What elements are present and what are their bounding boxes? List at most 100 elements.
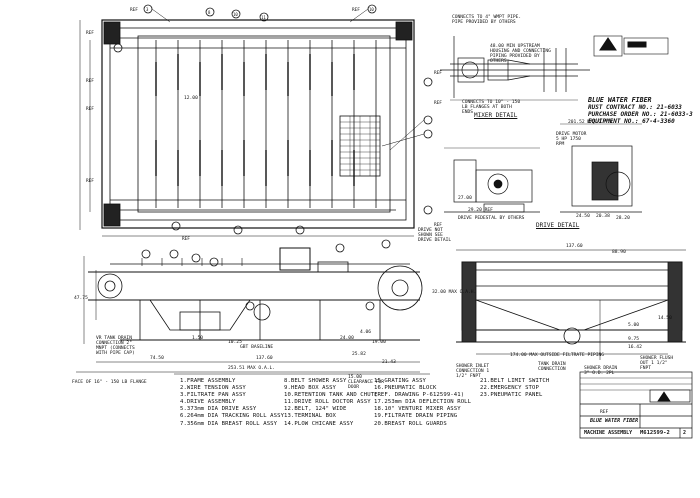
- legend-item: 17.253mm DIA DEFLECTION ROLL: [374, 399, 472, 406]
- connects-bottom-note: CONNECTS TO 10" - 150 LB FLANGES AT BOTH…: [462, 100, 521, 115]
- svg-text:REF: REF: [86, 78, 94, 84]
- legend-item: 7.356mm DIA BREAST ROLL ASSY: [180, 420, 278, 427]
- svg-text:REF: REF: [86, 178, 94, 184]
- svg-text:11: 11: [261, 15, 266, 20]
- tank-connection-note: VR TANK DRAIN CONNECTION 2" MNPT (CONNEC…: [96, 336, 135, 356]
- dim-14: 14.50: [658, 316, 672, 321]
- title-block-project: BLUE WATER FIBER: [590, 418, 639, 424]
- dim-47: 47.75: [74, 296, 88, 301]
- dim-5: 5.00: [628, 323, 640, 328]
- legend-item: 19.FILTRATE DRAIN PIPING: [374, 413, 458, 420]
- dim-10: 10.25: [228, 340, 242, 345]
- svg-text:REF: REF: [434, 100, 442, 106]
- mixer-detail-title: MIXER DETAIL: [474, 112, 518, 119]
- dim-74: 74.50: [150, 356, 164, 361]
- parts-list-col3: 15.GRATING ASSY 16.PNEUMATIC BLOCK (REF.…: [374, 378, 471, 428]
- dim-29: 29.20 REF: [468, 208, 493, 213]
- legend-item: (REF. DRAWING P-612599-41): [374, 392, 465, 399]
- drive-not-shown-note: DRIVE NOT SHOWN SEE DRIVE DETAIL: [418, 228, 452, 243]
- legend-item: 18.10" VENTURI MIXER ASSY: [374, 406, 461, 413]
- tank-drain-note: TANK DRAIN CONNECTION: [538, 362, 566, 372]
- mixer-piping-note: 48.00 MIN UPSTREAM HOUSING AND CONNECTIN…: [490, 44, 551, 64]
- svg-text:REF: REF: [182, 236, 190, 242]
- dim-19: 19.00: [372, 340, 386, 345]
- drive-detail-title: DRIVE DETAIL: [536, 222, 580, 229]
- shower-flush-note: SHOWER FLUSH OUT 1 1/2" FNPT: [640, 356, 674, 371]
- legend-item: 10.RETENTION TANK AND CHUTE: [284, 392, 378, 399]
- legend-item: 14.PLOW CHICANE ASSY: [284, 420, 354, 427]
- svg-text:10: 10: [233, 12, 238, 17]
- svg-text:REF: REF: [352, 7, 360, 13]
- door-clearance-note: 15.00 CLEARANCE FOR DOOR: [348, 375, 384, 390]
- side-elevation: [76, 239, 423, 373]
- dim-4: 4.06: [360, 330, 372, 335]
- dim-137: 137.60: [566, 244, 583, 249]
- customer-logo: [593, 35, 669, 57]
- filtrate-pipe-note: 174.00 MAX OUTSIDE FILTRATE PIPING: [510, 353, 605, 358]
- parts-list-col4: 21.BELT LIMIT SWITCH 22.EMERGENCY STOP 2…: [480, 378, 549, 399]
- dim-137b: 137.60: [256, 356, 273, 361]
- legend-item: 9.HEAD BOX ASSY: [284, 385, 337, 392]
- drive-motor-note: DRIVE MOTOR 5 HP 1750 RPM: [556, 132, 587, 147]
- title-block-ref: REF: [600, 410, 609, 415]
- connects-top-note: CONNECTS TO 4" WMPT PIPE. PIPE PROVIDED …: [452, 15, 522, 25]
- legend-item: 6.264mm DIA TRACKING ROLL ASSY: [180, 413, 285, 420]
- baseline-label: GBT BASELINE: [240, 345, 274, 350]
- legend-item: 8.BELT SHOWER ASSY: [284, 378, 347, 384]
- legend-item: 21.BELT LIMIT SWITCH: [480, 378, 550, 384]
- svg-text:10: 10: [369, 7, 374, 12]
- mixer-detail: [440, 36, 590, 101]
- title-block-frame: [579, 371, 693, 439]
- dim-24b: 24.00: [340, 336, 354, 341]
- shower-drain-note: SHOWER DRAIN 3" O.D. 2PL: [584, 366, 618, 376]
- drawing-title: MACHINE ASSEMBLY: [584, 430, 633, 436]
- purchase-order-number: PURCHASE ORDER NO.: 21-6033-3: [588, 111, 693, 118]
- dim-88: 88.90: [612, 250, 626, 255]
- ref-label: REF: [130, 7, 138, 13]
- dim-24: 24.50: [576, 214, 590, 219]
- drawing-number: M612599-2: [640, 430, 670, 436]
- flange-face-note: FACE OF 16" - 150 LB FLANGE: [72, 380, 147, 385]
- dim-9: 9.75: [628, 337, 640, 342]
- legend-item: 4.DRIVE ASSEMBLY: [180, 399, 236, 406]
- shower-inlet-note: SHOWER INLET CONNECTION 1 1/2" FNPT: [456, 364, 490, 379]
- legend-item: 3.FILTRATE PAN ASSY: [180, 392, 246, 399]
- dim-253: 253.51 MAX O.A.L.: [228, 366, 276, 371]
- legend-item: 16.PNEUMATIC BLOCK: [374, 385, 437, 392]
- contract-number: RUST CONTRACT NO.: 21-6033: [588, 104, 682, 111]
- svg-text:8: 8: [208, 10, 211, 15]
- end-elevation: [456, 249, 686, 360]
- parts-list-col2: 8.BELT SHOWER ASSY 9.HEAD BOX ASSY 10.RE…: [284, 378, 378, 428]
- legend-item: 13.TERMINAL BOX: [284, 413, 337, 420]
- legend-item: 23.PNEUMATIC PANEL: [480, 392, 543, 399]
- dim-27: 27.00: [458, 196, 472, 201]
- dim-28: 28.20: [616, 216, 630, 221]
- customer-name: BLUE WATER FIBER: [588, 96, 652, 104]
- legend-item: 2.WIRE TENSION ASSY: [180, 385, 246, 392]
- drive-pedestal-note: DRIVE PEDESTAL BY OTHERS: [458, 216, 525, 221]
- legend-item: 15.GRATING ASSY: [374, 378, 427, 384]
- sheet-number: 2: [683, 430, 687, 436]
- svg-text:REF: REF: [86, 106, 94, 112]
- dim-max-oaw: 201.52 MAX O.A.W.: [568, 120, 616, 125]
- dim-21: 21.43: [382, 360, 396, 365]
- svg-text:REF: REF: [434, 222, 442, 228]
- drive-detail: [444, 123, 642, 213]
- legend-item: 12.BELT, 124" WIDE: [284, 406, 347, 413]
- dim-32: 32.00 MAX O.A.H.: [432, 290, 477, 295]
- dim-25: 25.82: [352, 352, 366, 357]
- legend-item: 5.373mm DIA DRIVE ASSY: [180, 406, 257, 413]
- legend-item: 1.FRAME ASSEMBLY: [180, 378, 236, 384]
- plan-view: [79, 4, 433, 237]
- legend-item: 22.EMERGENCY STOP: [480, 385, 539, 392]
- dim-1: 1.50: [192, 336, 204, 341]
- dim-20: 20.38: [596, 214, 610, 219]
- legend-item: 20.BREAST ROLL GUARDS: [374, 420, 447, 427]
- equipment-number: EQUIPMENT NO.: 67-4-3360: [588, 118, 675, 125]
- svg-text:REF: REF: [86, 30, 94, 36]
- dim-16: 16.42: [628, 345, 642, 350]
- svg-text:3: 3: [146, 7, 149, 12]
- dim-12: 12.00: [184, 96, 198, 101]
